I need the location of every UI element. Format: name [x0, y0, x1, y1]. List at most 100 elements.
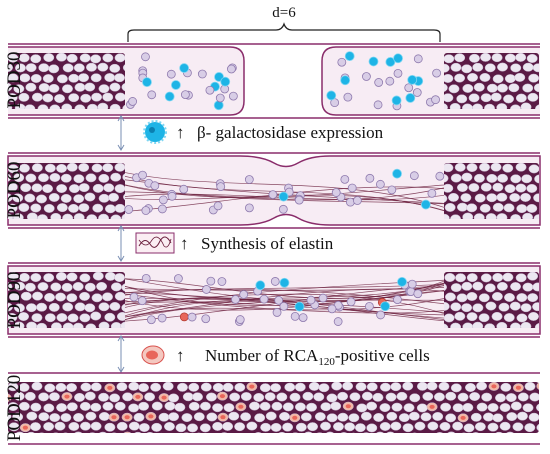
cell: [496, 103, 508, 109]
cell: [448, 84, 460, 94]
cell: [18, 401, 30, 411]
cell: [521, 174, 533, 184]
cell: [123, 193, 125, 201]
cell: [454, 73, 466, 83]
cell: [79, 53, 91, 63]
cell: [432, 68, 442, 78]
cell: [137, 296, 147, 306]
cell: [271, 401, 283, 411]
cell: [18, 272, 30, 282]
cell: [38, 83, 50, 92]
cell: [38, 63, 50, 73]
cell: [92, 203, 104, 213]
cell: [478, 293, 490, 303]
cell: [187, 312, 197, 322]
cell: [344, 422, 356, 432]
cell: [138, 170, 147, 180]
cell: [96, 281, 108, 291]
cell: [43, 53, 55, 63]
cell: [492, 413, 504, 423]
beta-gal-positive-cell: [326, 90, 337, 101]
cell: [454, 163, 466, 172]
cell: [124, 205, 134, 214]
cell: [456, 94, 468, 104]
cell: [18, 92, 30, 102]
cell: [528, 412, 539, 422]
cell: [365, 301, 374, 311]
cell: [151, 422, 163, 432]
cell: [62, 84, 73, 94]
cell: [455, 273, 467, 283]
cell: [30, 54, 42, 64]
cell: [181, 90, 190, 99]
cell: [515, 163, 527, 172]
cell: [150, 181, 160, 191]
cell: [529, 434, 539, 442]
cell: [526, 54, 538, 63]
up-arrow: ↑: [180, 234, 189, 253]
cell: [108, 192, 120, 202]
cell: [387, 185, 397, 195]
cell: [398, 413, 410, 423]
cell: [84, 82, 96, 92]
cell: [416, 403, 428, 413]
rca-positive-cell: [536, 382, 539, 390]
elastin-fiber: [124, 172, 445, 208]
cell: [500, 382, 512, 392]
cell: [90, 402, 102, 412]
cell: [352, 196, 362, 205]
cell: [91, 163, 103, 173]
cell: [246, 421, 258, 431]
cell: [164, 401, 176, 411]
cell: [454, 311, 466, 321]
cell: [49, 173, 61, 182]
cell: [469, 53, 480, 63]
cell: [12, 193, 24, 203]
cell: [48, 64, 60, 74]
cell: [221, 432, 228, 433]
beta-gal-positive-cell: [407, 74, 418, 85]
cell: [158, 412, 170, 422]
cell: [68, 184, 80, 194]
cell: [114, 73, 125, 83]
cell: [182, 392, 194, 402]
cell: [276, 392, 288, 402]
cell: [516, 293, 528, 303]
cell: [515, 183, 527, 193]
cell: [444, 103, 448, 109]
cell: [497, 62, 508, 72]
cell: [8, 322, 12, 328]
cell: [84, 391, 96, 401]
cell: [109, 63, 121, 73]
cell: [42, 93, 54, 103]
cell: [253, 393, 265, 402]
cell: [228, 91, 238, 101]
cell: [216, 182, 226, 192]
cell: [347, 183, 357, 193]
cell: [343, 92, 353, 102]
cell: [435, 171, 445, 181]
cell: [527, 293, 539, 303]
cell: [340, 174, 350, 184]
cell: [212, 421, 224, 431]
cell: [444, 163, 454, 173]
cell: [532, 302, 539, 312]
cell: [472, 303, 484, 313]
cell: [473, 213, 485, 219]
cell: [206, 276, 216, 286]
cell: [504, 53, 516, 63]
cell: [91, 293, 103, 303]
cell: [361, 391, 373, 401]
cell: [348, 413, 360, 423]
cell: [128, 421, 140, 431]
beta-gal-positive-cell: [392, 168, 402, 179]
cell: [270, 422, 282, 432]
cell: [169, 434, 179, 442]
cell: [8, 164, 19, 174]
cell: [174, 402, 186, 412]
cell: [466, 163, 478, 173]
cell: [8, 422, 20, 432]
cell: [318, 293, 328, 303]
cell: [450, 173, 462, 183]
cell: [432, 412, 444, 421]
